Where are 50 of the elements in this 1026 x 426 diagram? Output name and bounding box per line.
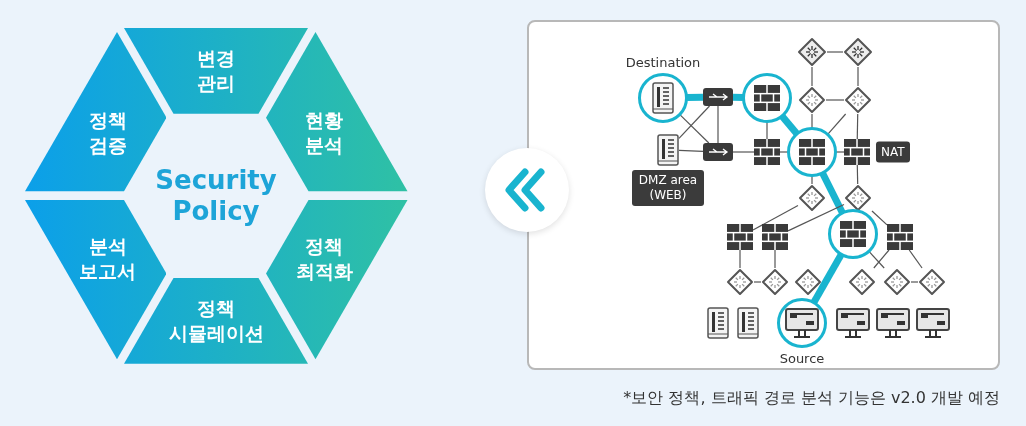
double-chevron-arrow xyxy=(505,168,545,212)
network-link xyxy=(910,281,919,283)
network-link xyxy=(825,99,845,101)
network-link xyxy=(811,113,813,129)
network-link xyxy=(908,249,923,269)
highlight-ring xyxy=(742,73,792,123)
segment-label: 분석 보고서 xyxy=(79,233,137,284)
center-title: Security Policy xyxy=(155,165,277,227)
network-link xyxy=(827,113,847,135)
network-link xyxy=(739,249,741,269)
network-link xyxy=(835,151,845,153)
segment-label: 정책 최적화 xyxy=(295,233,353,284)
area-tag: NAT xyxy=(876,141,910,163)
network-link xyxy=(857,66,859,87)
segment-label: 정책 검증 xyxy=(88,108,127,159)
traffic-path xyxy=(732,93,744,101)
network-panel xyxy=(527,20,1000,370)
network-link xyxy=(873,249,890,269)
traffic-path xyxy=(779,114,800,136)
segment-label: 변경 관리 xyxy=(197,45,235,96)
network-link xyxy=(717,105,719,144)
network-link xyxy=(826,51,844,53)
network-link xyxy=(811,66,813,87)
footnote: *보안 정책, 트래픽 경로 분석 기능은 v2.0 개발 예정 xyxy=(623,388,1000,409)
highlight-ring xyxy=(777,298,827,348)
network-link xyxy=(752,205,799,231)
network-link xyxy=(779,151,789,153)
network-link xyxy=(766,121,768,140)
network-link xyxy=(753,281,762,283)
network-link xyxy=(856,113,859,140)
network-link xyxy=(868,251,885,269)
traffic-path xyxy=(819,171,846,215)
network-link xyxy=(678,105,711,139)
highlight-ring xyxy=(787,127,837,177)
traffic-path xyxy=(810,253,845,304)
segment-label: 현황 분석 xyxy=(305,108,344,159)
area-tag: DMZ area (WEB) xyxy=(632,170,704,206)
network-link xyxy=(679,114,710,144)
network-link xyxy=(732,151,755,153)
network-link xyxy=(787,204,845,232)
network-link xyxy=(678,149,704,152)
network-link xyxy=(871,210,888,226)
network-link xyxy=(774,249,776,269)
node-caption: Source xyxy=(779,350,825,366)
network-link xyxy=(811,175,813,185)
traffic-path xyxy=(686,93,704,102)
segment-label: 정책 시뮬레이션 xyxy=(168,296,264,347)
network-link xyxy=(856,164,859,185)
node-caption: Destination xyxy=(625,54,701,70)
highlight-ring xyxy=(638,73,688,123)
